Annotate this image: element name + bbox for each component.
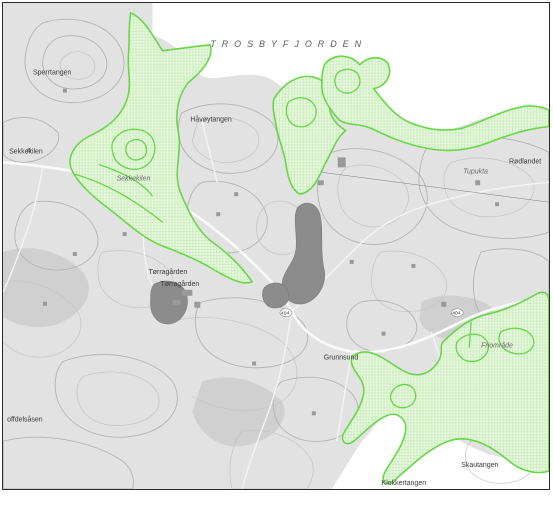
label-sekkekilen-water: Sekkekilen: [117, 175, 151, 182]
label-terragarden-2: Tørragården: [160, 280, 199, 288]
lake-west: [150, 280, 188, 325]
label-havoytangen: Håvøytangen: [190, 116, 232, 124]
map-canvas[interactable]: TROSBYFJORDEN Sperrtangen Sekkekilen Sek…: [2, 2, 550, 490]
label-terragarden-1: Tørragården: [149, 268, 188, 276]
svg-text:404: 404: [281, 311, 290, 317]
zone-northwest[interactable]: [69, 12, 253, 284]
lakes: [150, 202, 325, 325]
zone-southeast[interactable]: [341, 291, 549, 485]
lake-center: [281, 202, 325, 305]
road-number-2: 404: [450, 308, 464, 318]
zone-northeast[interactable]: [321, 55, 549, 152]
label-klokkertangen: Klokkertangen: [382, 480, 427, 487]
label-tupukta: Tupukta: [463, 168, 488, 175]
label-offdelsasen: offdelsåsen: [7, 415, 43, 423]
svg-text:404: 404: [452, 311, 461, 317]
lake-small: [262, 282, 290, 309]
map-labels: TROSBYFJORDEN Sperrtangen Sekkekilen Sek…: [7, 39, 541, 487]
planning-zones[interactable]: [69, 12, 549, 485]
label-radlandet: Rødlandet: [509, 158, 541, 165]
label-grunnsund: Grunnsund: [324, 355, 359, 362]
label-sekkekilen: Sekkekilen: [9, 148, 43, 155]
contour-lines: [3, 18, 549, 489]
label-fjord: TROSBYFJORDEN: [210, 39, 367, 49]
label-zone: Friområde: [481, 342, 513, 350]
fjord-water: [152, 3, 549, 132]
road-number-1: 404: [279, 308, 293, 318]
label-sperrtangen: Sperrtangen: [33, 70, 71, 77]
bottom-bay-water: [331, 405, 549, 489]
label-skautangen: Skautangen: [461, 462, 498, 469]
